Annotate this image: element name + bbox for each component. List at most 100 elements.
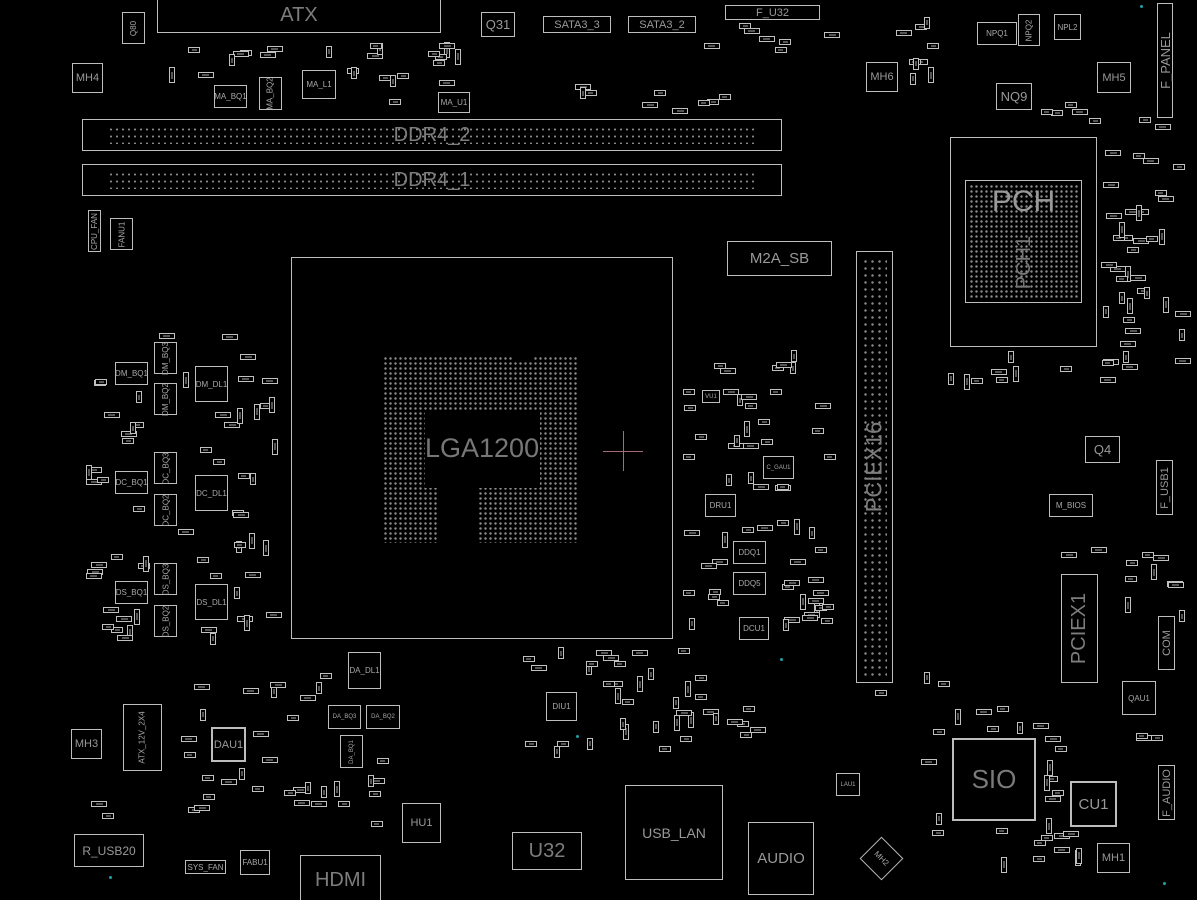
fabu1[interactable]: FABU1 <box>240 850 270 875</box>
atx-connector[interactable]: ATX <box>157 0 441 33</box>
smd-pad <box>201 775 214 782</box>
npl2[interactable]: NPL2 <box>1054 14 1081 40</box>
smd-pad <box>133 506 146 513</box>
r-usb20-header[interactable]: R_USB20 <box>74 834 144 867</box>
npl2-label: NPL2 <box>1057 22 1078 32</box>
usb-lan-connector[interactable]: USB_LAN <box>625 785 723 880</box>
m2a-sb-slot[interactable]: M2A_SB <box>727 241 832 276</box>
sata3-2-connector[interactable]: SATA3_2 <box>628 16 696 33</box>
c-gau1[interactable]: C_GAU1 <box>763 456 794 479</box>
ddq1[interactable]: DDQ1 <box>733 541 766 564</box>
ma-bq1[interactable]: MA_BQ1 <box>214 85 247 108</box>
da-bq3[interactable]: DA_BQ3 <box>328 705 361 729</box>
q31[interactable]: Q31 <box>481 12 515 37</box>
com-header[interactable]: COM <box>1158 616 1175 670</box>
lga1200-socket[interactable]: LGA1200 <box>291 257 673 639</box>
smd-pad <box>434 54 447 61</box>
ddq5[interactable]: DDQ5 <box>733 572 766 595</box>
dm-bq3[interactable]: DM_BQ3 <box>154 342 177 374</box>
smd-pad <box>397 72 410 79</box>
lau1[interactable]: LAU1 <box>836 773 860 796</box>
ds-bq1[interactable]: DS_BQ1 <box>115 581 148 604</box>
f-u32-header[interactable]: F_U32 <box>725 5 820 20</box>
mh6-mounting-hole[interactable]: MH6 <box>866 62 898 92</box>
lga1200-notch-lower <box>439 486 479 546</box>
dru1[interactable]: DRU1 <box>705 494 736 517</box>
mh5-mounting-hole[interactable]: MH5 <box>1097 62 1131 93</box>
qau1[interactable]: QAU1 <box>1122 681 1156 715</box>
pciex1-slot[interactable]: PCIEX1 <box>1061 574 1098 683</box>
dc-dl1[interactable]: DC_DL1 <box>195 475 228 511</box>
ds-bq3[interactable]: DS_BQ3 <box>154 563 177 595</box>
mh6-label: MH6 <box>870 71 894 83</box>
da-dl1[interactable]: DA_DL1 <box>348 652 381 689</box>
smd-pad <box>261 756 278 763</box>
m-bios-chip[interactable]: M_BIOS <box>1049 494 1093 517</box>
q80[interactable]: Q80 <box>122 12 145 44</box>
hu1-label: HU1 <box>410 817 433 829</box>
smd-pad <box>913 57 920 70</box>
smd-pad <box>987 726 1000 733</box>
dm-bq2[interactable]: DM_BQ2 <box>154 383 177 415</box>
dcu1[interactable]: DCU1 <box>739 617 769 640</box>
smd-pad <box>1040 109 1053 116</box>
dc-bq1[interactable]: DC_BQ1 <box>115 471 148 494</box>
smd-pad <box>1174 358 1191 365</box>
mh3-mounting-hole[interactable]: MH3 <box>71 729 102 759</box>
pciex1-label: PCIEX1 <box>1068 592 1090 665</box>
f-panel-header[interactable]: F_PANEL <box>1157 3 1173 118</box>
cu1[interactable]: CU1 <box>1070 781 1117 827</box>
smd-pad <box>1125 328 1142 335</box>
lga1200-notch <box>512 348 532 362</box>
ds-dl1[interactable]: DS_DL1 <box>195 584 228 620</box>
ds-bq2[interactable]: DS_BQ2 <box>154 605 177 637</box>
smd-pad <box>718 94 731 101</box>
u32-connector[interactable]: U32 <box>512 832 582 870</box>
smd-pad <box>525 740 538 747</box>
npq1[interactable]: NPQ1 <box>977 22 1017 45</box>
pch-chip[interactable]: PCH PCH1 <box>965 180 1082 303</box>
ddr4-2-slot[interactable]: DDR4_2 <box>82 119 782 151</box>
dau1-label: DAU1 <box>213 738 244 751</box>
hdmi-connector[interactable]: HDMI <box>300 855 381 900</box>
npq2[interactable]: NPQ2 <box>1018 14 1040 46</box>
smd-pad <box>822 603 835 610</box>
ddr4-1-slot[interactable]: DDR4_1 <box>82 164 782 196</box>
dm-bq1[interactable]: DM_BQ1 <box>115 362 148 385</box>
diu1[interactable]: DIU1 <box>546 692 577 721</box>
mh1-mounting-hole[interactable]: MH1 <box>1097 843 1130 873</box>
lau1-label: LAU1 <box>840 781 856 788</box>
dc-bq3[interactable]: DC_BQ3 <box>154 452 177 484</box>
smd-pad <box>158 332 175 339</box>
smd-pad <box>680 736 693 743</box>
pciex16-slot[interactable]: PCIEX16 <box>856 251 893 683</box>
q31-label: Q31 <box>485 17 511 32</box>
da-bq2[interactable]: DA_BQ2 <box>366 705 400 729</box>
atx-12v-2x4-connector[interactable]: ATX_12V_2X4 <box>123 704 162 771</box>
dm-dl1[interactable]: DM_DL1 <box>195 366 228 402</box>
sys-fan-header[interactable]: SYS_FAN <box>185 860 226 874</box>
smd-pad <box>116 615 133 622</box>
sata3-3-connector[interactable]: SATA3_3 <box>543 16 611 33</box>
smd-pad <box>1157 195 1174 202</box>
da-bq1[interactable]: DA_BQ1 <box>340 735 363 768</box>
dc-bq2[interactable]: DC_BQ2 <box>154 494 177 526</box>
hu1[interactable]: HU1 <box>402 803 441 843</box>
ma-l1[interactable]: MA_L1 <box>302 70 336 99</box>
da-bq3-label: DA_BQ3 <box>332 714 357 720</box>
smd-pad <box>180 736 197 742</box>
vu1[interactable]: VU1 <box>702 390 720 403</box>
mh4-mounting-hole[interactable]: MH4 <box>72 63 103 93</box>
f-usb1-header[interactable]: F_USB1 <box>1156 460 1173 515</box>
ma-u1[interactable]: MA_U1 <box>438 92 470 113</box>
q4[interactable]: Q4 <box>1085 436 1120 463</box>
audio-jack[interactable]: AUDIO <box>748 822 814 895</box>
ma-bq2[interactable]: MA_BQ2 <box>259 77 282 110</box>
sio-chip[interactable]: SIO <box>952 738 1036 821</box>
f-audio-header[interactable]: F_AUDIO <box>1158 765 1175 820</box>
dau1[interactable]: DAU1 <box>211 727 246 762</box>
nq9[interactable]: NQ9 <box>996 83 1032 110</box>
cpu-fan-header[interactable]: CPU_FAN <box>88 210 101 252</box>
fanu1[interactable]: FANU1 <box>110 218 133 250</box>
